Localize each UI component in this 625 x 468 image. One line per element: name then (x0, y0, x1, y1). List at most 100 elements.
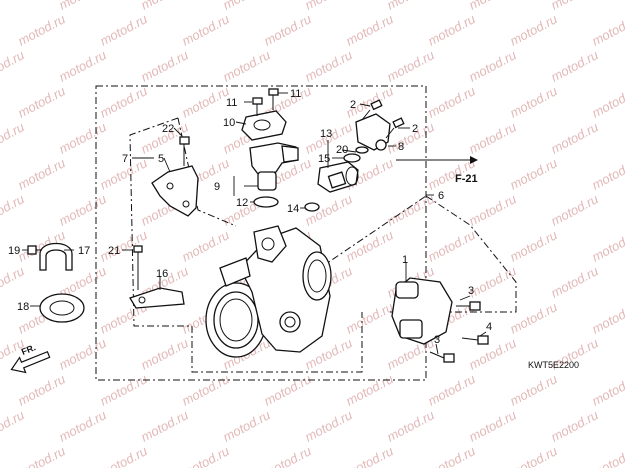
watermark-text: motod.ru (138, 335, 190, 372)
screw-part-11b (268, 88, 279, 110)
watermark-text: motod.ru (15, 371, 67, 408)
watermark-text: motod.ru (15, 155, 67, 192)
screw-part-2b (385, 117, 405, 139)
watermark-text: motod.ru (179, 227, 231, 264)
watermark-text: motod.ru (425, 371, 477, 408)
watermark-text: motod.ru (425, 227, 477, 264)
throttle-body (205, 225, 332, 358)
callout-19: 19 (8, 245, 20, 257)
o-ring-part-20 (355, 146, 369, 154)
watermark-text: motod.ru (343, 299, 395, 336)
callout-3b: 3 (434, 334, 440, 346)
grommet-part-18 (39, 293, 85, 323)
flange-part-10 (241, 110, 287, 141)
assembly-frame (95, 85, 517, 381)
watermark-text: motod.ru (384, 191, 436, 228)
watermark-text: motod.ru (548, 119, 600, 156)
callout-labels: 11 11 10 9 12 2 2 8 13 20 15 14 F-21 6 2… (8, 88, 579, 370)
clamp-part-17 (39, 242, 73, 271)
watermark-text: motod.ru (589, 155, 625, 192)
callout-2b: 2 (412, 123, 418, 135)
watermark-text: motod.ru (425, 11, 477, 48)
watermark-text: motod.ru (507, 443, 559, 468)
reference-f21: F-21 (455, 173, 478, 185)
watermark-text: motod.ru (179, 83, 231, 120)
watermark-text: motod.ru (343, 227, 395, 264)
watermark-text: motod.ru (97, 11, 149, 48)
watermark-text: motod.ru (220, 0, 272, 13)
watermark-text: motod.ru (220, 407, 272, 444)
sensor-part-9 (249, 142, 299, 191)
callout-11a: 11 (226, 97, 237, 109)
callout-8: 8 (398, 141, 404, 153)
watermark-text: motod.ru (589, 227, 625, 264)
watermark-text: motod.ru (343, 371, 395, 408)
callout-9: 9 (214, 181, 220, 193)
watermark-text: motod.ru (0, 47, 27, 84)
watermark-text: motod.ru (0, 191, 27, 228)
watermark-text: motod.ru (15, 443, 67, 468)
screw-part-3b (429, 351, 455, 363)
watermark-text: motod.ru (0, 407, 27, 444)
callout-2a: 2 (350, 99, 356, 111)
callout-10: 10 (223, 117, 235, 129)
watermark-text: motod.ru (0, 119, 27, 156)
callout-7: 7 (122, 153, 128, 165)
watermark-text: motod.ru (97, 83, 149, 120)
watermark-text: motod.ru (302, 47, 354, 84)
sensor-part-8 (355, 113, 391, 151)
watermark-text: motod.ru (261, 371, 313, 408)
screw-part-4 (461, 335, 489, 345)
watermark-text: motod.ru (589, 443, 625, 468)
watermark-text: motod.ru (261, 11, 313, 48)
watermark-text: motod.ru (589, 11, 625, 48)
callout-20: 20 (336, 144, 348, 156)
watermark-text: motod.ru (466, 263, 518, 300)
watermark-text: motod.ru (548, 263, 600, 300)
watermark-text: motod.ru (179, 443, 231, 468)
callout-14: 14 (287, 203, 299, 215)
watermark-text: motod.ru (0, 263, 27, 300)
watermark-text: motod.ru (179, 11, 231, 48)
watermark-text: motod.ru (97, 371, 149, 408)
screw-part-2a (361, 99, 383, 121)
watermark-text: motod.ru (138, 407, 190, 444)
watermark-text: motod.ru (466, 47, 518, 84)
callout-6: 6 (438, 190, 444, 202)
watermark-text: motod.ru (56, 191, 108, 228)
watermark-text: motod.ru (302, 407, 354, 444)
reference-arrow-icon (470, 156, 478, 164)
watermark-text: motod.ru (56, 47, 108, 84)
callout-4: 4 (486, 321, 492, 333)
leader-lines (22, 92, 487, 355)
watermark-text: motod.ru (548, 47, 600, 84)
watermark-text: motod.ru (589, 371, 625, 408)
watermark-text: motod.ru (466, 407, 518, 444)
bolt-part-22 (179, 136, 190, 166)
watermark-text: motod.ru (466, 0, 518, 13)
callout-5: 5 (158, 153, 164, 165)
callout-13: 13 (320, 128, 332, 140)
callout-22: 22 (162, 123, 174, 135)
watermark-text: motod.ru (97, 443, 149, 468)
watermark-text: motod.ru (507, 11, 559, 48)
watermark-text: motod.ru (220, 47, 272, 84)
watermark-text: motod.ru (261, 443, 313, 468)
watermark-text: motod.ru (507, 83, 559, 120)
callout-16: 16 (156, 268, 168, 280)
watermark-text: motod.ru (507, 155, 559, 192)
diagram-code: KWT5E2200 (528, 360, 579, 370)
watermark-text: motod.ru (466, 119, 518, 156)
watermark-text: motod.ru (548, 0, 600, 13)
watermark-text: motod.ru (0, 0, 27, 13)
watermark-text: motod.ru (466, 191, 518, 228)
bracket-part-5 (151, 165, 199, 217)
watermark-text: motod.ru (548, 407, 600, 444)
arrow-left-icon (10, 350, 51, 374)
o-ring-part-12 (253, 196, 279, 208)
callout-17: 17 (78, 245, 90, 257)
watermark-text: motod.ru (179, 371, 231, 408)
watermark-text: motod.ru (425, 443, 477, 468)
